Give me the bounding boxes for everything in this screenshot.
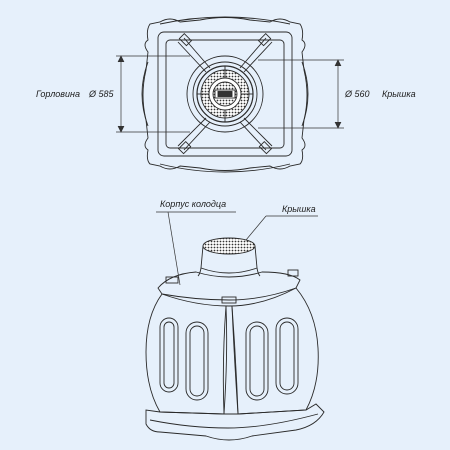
label-neck-diameter: Ø 585 [89,89,114,99]
label-neck: Горловина [36,89,80,99]
side-right-lobe [231,287,319,415]
side-view [145,237,325,441]
leader-well-body [167,211,181,286]
right-windows [245,317,299,401]
side-base-plate [145,403,325,441]
left-windows [159,317,209,401]
label-lid-diameter: Ø 560 [345,89,370,99]
lid-dimension [258,59,344,129]
side-left-lobe [145,293,228,415]
leader-lid-side [245,215,267,241]
neck-dimension [116,55,190,133]
label-lid-side: Крышка [282,204,316,214]
top-view-inner-square [157,31,293,157]
side-lid [202,237,256,255]
top-view-outline [142,17,308,171]
leader-lines [156,211,318,286]
top-view [141,16,309,173]
neck-outer-circle [186,55,264,133]
label-lid-top: Крышка [382,89,416,99]
label-well-body: Корпус колодца [160,199,227,209]
